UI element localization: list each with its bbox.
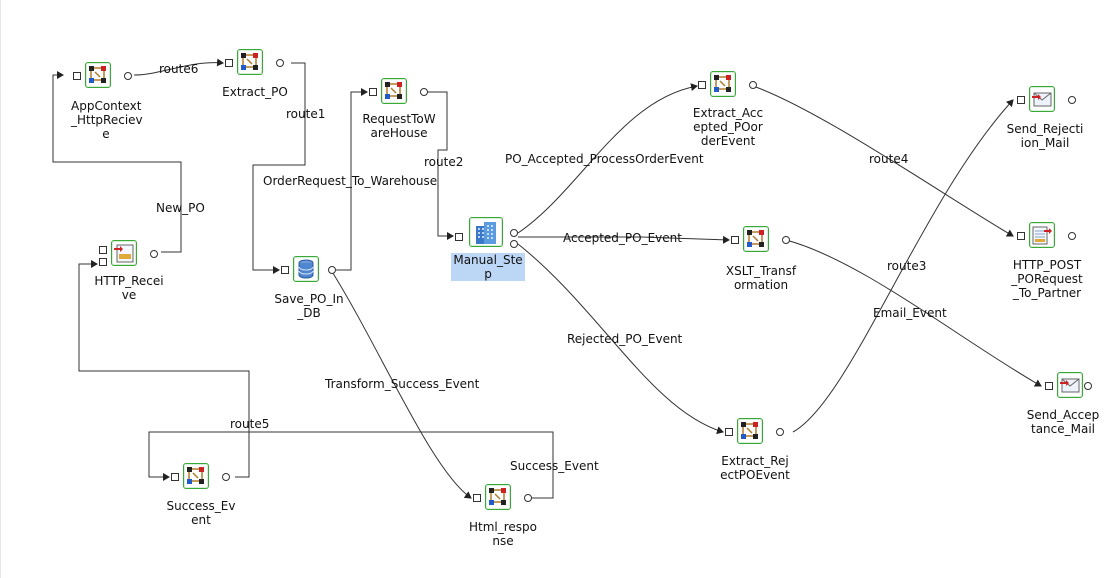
edge-route6 [133,58,224,76]
node-label: Extract_PO [222,85,288,99]
edge-label-rejected-po: Rejected_PO_Event [567,332,683,346]
edge-accepted-po [518,235,730,244]
output-port[interactable] [124,72,132,80]
input-port[interactable] [731,236,739,244]
input-port[interactable] [225,59,233,67]
output-port[interactable] [749,81,757,89]
input-port[interactable] [1045,382,1053,390]
input-port[interactable] [1017,96,1025,104]
input-port[interactable] [725,428,733,436]
edge-route5 [148,431,554,499]
edge-label-success-event: Success_Event [510,459,599,473]
edge-label-route3: route3 [887,259,926,273]
email-icon [1029,86,1055,112]
transform-icon [710,71,736,97]
node-label: Send_Rejecti ion_Mail [1006,122,1084,150]
transform-icon [485,484,511,510]
input-port[interactable] [171,473,179,481]
edge-email-event [785,239,1042,387]
building-icon [469,217,503,247]
output-port[interactable] [222,473,230,481]
node-label: AppContext _HttpReciev e [71,99,143,141]
output-port[interactable] [1068,232,1076,240]
edge-transform-success [330,269,472,499]
input-port[interactable] [455,233,463,241]
edge-label-new-po: New_PO [156,201,205,215]
email-icon [1057,372,1083,398]
input-port[interactable] [369,88,377,96]
output-port[interactable] [420,88,428,96]
edge-route1 [252,62,306,274]
edge-label-route1: route1 [286,107,325,121]
transform-icon [737,418,763,444]
edge-label-po-accepted: PO_Accepted_ProcessOrderEvent [505,152,704,166]
edge-label-email-event: Email_Event [873,306,947,320]
node-label: Html_respo nse [468,520,537,548]
http-receive-icon [111,240,137,266]
output-port[interactable] [1084,382,1092,390]
node-label: Extract_Acc epted_POor derEvent [692,106,764,148]
edge-label-route2: route2 [424,155,463,169]
node-label: RequestToW areHouse [362,112,436,140]
node-label: HTTP_Recei ve [94,274,164,302]
edge-label-order-request: OrderRequest_To_Warehouse [263,174,437,188]
output-port[interactable] [276,59,284,67]
output-port[interactable] [510,240,518,248]
edge-new-po [52,71,182,253]
transform-icon [381,78,407,104]
node-label: Send_Accep tance_Mail [1026,408,1100,436]
node-label: HTTP_POST _PORequest _To_Partner [1011,258,1083,300]
input-port[interactable] [1017,232,1025,240]
input-port[interactable] [73,72,81,80]
edge-label-route4: route4 [869,152,908,166]
input-port[interactable] [473,494,481,502]
transform-icon [237,49,263,75]
edge-route2 [424,91,454,240]
edge-label-route6: route6 [159,62,198,76]
input-port[interactable] [281,266,289,274]
edge-success-out [78,260,250,478]
edge-label-accepted-po: Accepted_PO_Event [563,231,682,245]
node-label: XSLT_Transf ormation [725,264,797,292]
input-port[interactable] [99,258,107,266]
output-port[interactable] [524,494,532,502]
output-port[interactable] [150,250,158,258]
edge-label-route5: route5 [230,417,269,431]
edge-route4 [752,85,1014,237]
edge-po-accepted [517,83,698,234]
edge-route3 [792,99,1014,433]
output-port[interactable] [510,229,518,237]
node-label: Save_PO_In _DB [274,292,344,320]
output-port[interactable] [328,266,336,274]
edge-rejected-po [517,243,724,435]
edge-order-request [331,88,368,271]
node-label: Manual_Ste p [451,253,525,281]
transform-icon [743,226,769,252]
http-post-icon [1029,222,1055,248]
output-port[interactable] [1068,96,1076,104]
transform-icon [85,62,111,88]
input-port[interactable] [99,246,107,254]
output-port[interactable] [776,428,784,436]
node-label: Extract_Rej ectPOEvent [720,454,790,482]
edge-label-transform-success: Transform_Success_Event [324,377,480,391]
node-label: Success_Ev ent [166,499,236,527]
database-icon [293,256,319,282]
input-port[interactable] [698,81,706,89]
output-port[interactable] [782,236,790,244]
transform-icon [183,463,209,489]
